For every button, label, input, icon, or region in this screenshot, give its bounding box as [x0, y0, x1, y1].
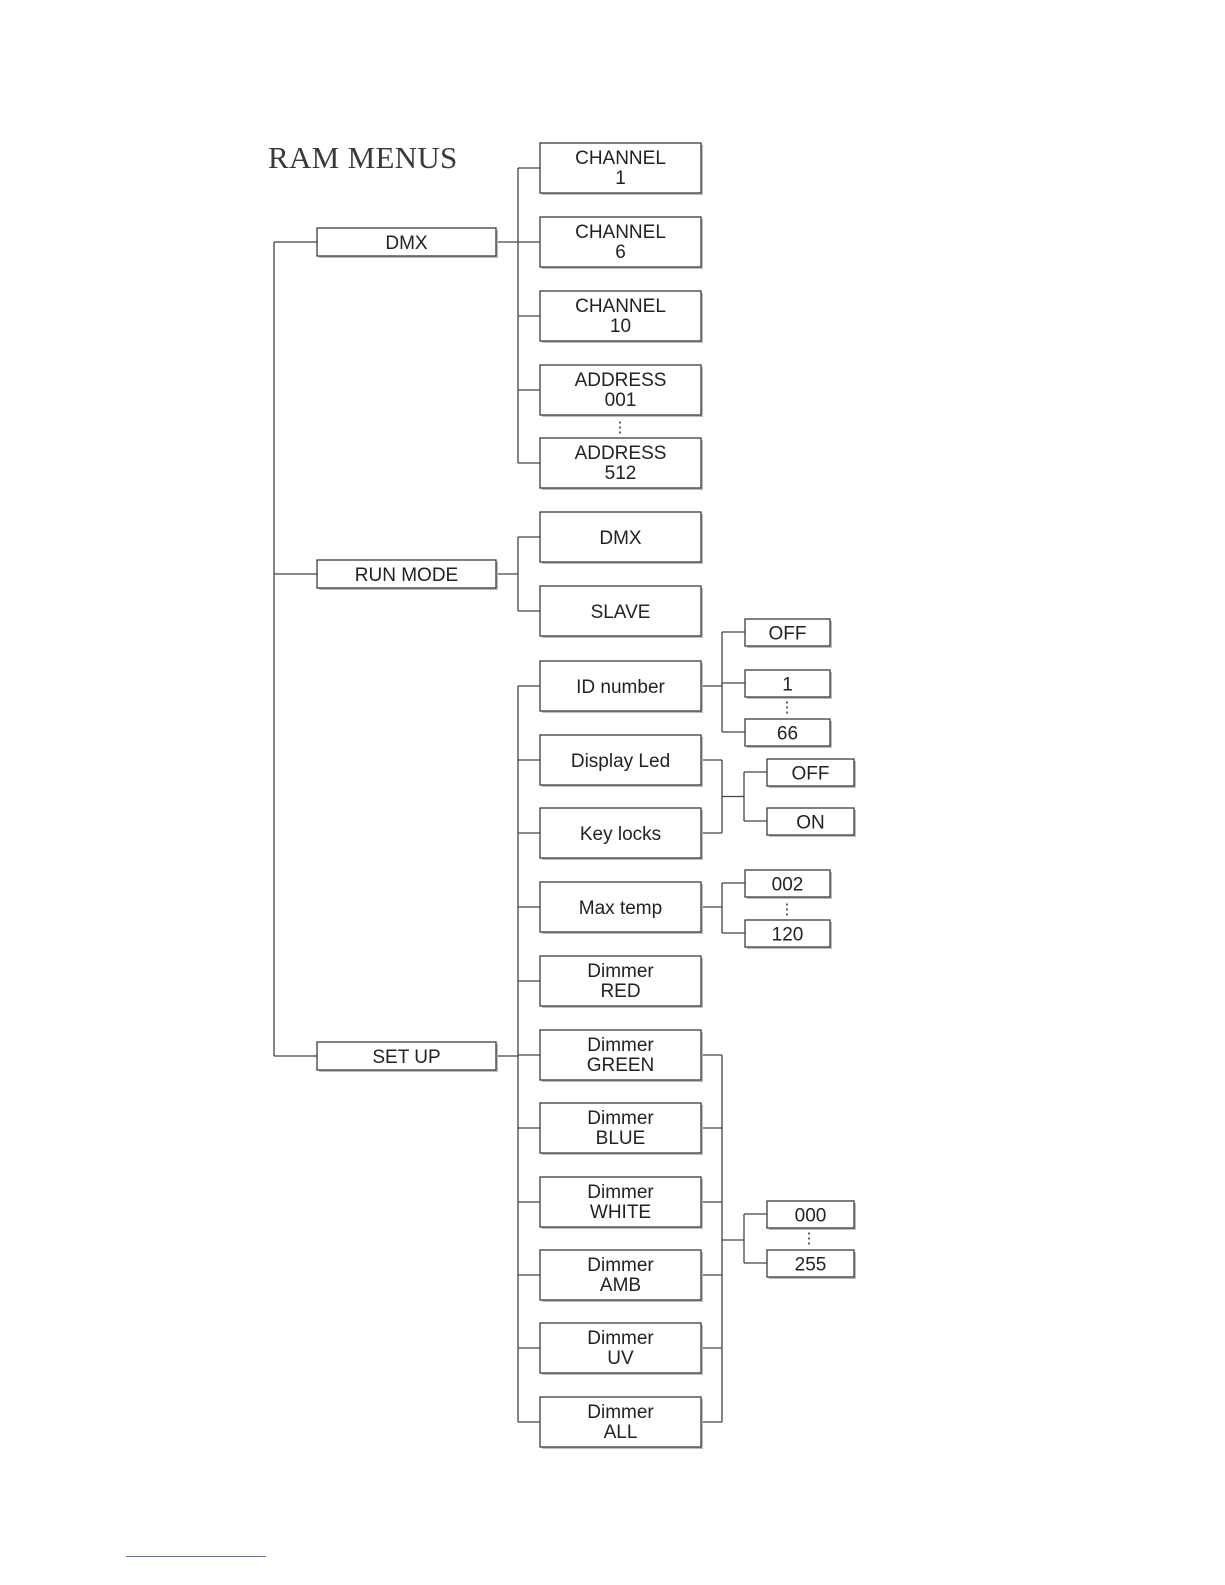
id-value-off: OFF — [745, 619, 832, 648]
continuation-dots: ⋮ — [780, 699, 795, 716]
setup-dimmer-uv-label: Dimmer — [587, 1328, 654, 1349]
continuation-dots: ⋮ — [613, 419, 628, 436]
footnote-rule — [126, 1556, 266, 1557]
setup-id-number: ID number — [540, 661, 703, 713]
dmx-address-001: ADDRESS001 — [540, 365, 703, 417]
setup-dimmer-blue-label: Dimmer — [587, 1108, 654, 1129]
setup-dimmer-uv-value: UV — [607, 1348, 634, 1369]
run-mode-slave: SLAVE — [540, 586, 703, 638]
run-mode-slave-label: SLAVE — [591, 602, 651, 623]
continuation-dots: ⋮ — [780, 901, 795, 918]
temp-value-120: 120 — [745, 920, 832, 949]
setup-dimmer-green-value: GREEN — [587, 1055, 655, 1076]
setup-dimmer-red-label: Dimmer — [587, 961, 654, 982]
dimmer-value-255: 255 — [767, 1250, 856, 1279]
setup-key-locks-label: Key locks — [580, 824, 661, 845]
dmx-channel-1-value: 1 — [615, 168, 626, 189]
led-key-value-on: ON — [767, 808, 856, 837]
temp-value-002-label: 002 — [772, 875, 804, 896]
setup-dimmer-white-label: Dimmer — [587, 1182, 654, 1203]
id-value-66: 66 — [745, 719, 832, 748]
dimmer-value-000-label: 000 — [795, 1206, 827, 1227]
setup-id-number-label: ID number — [576, 677, 665, 698]
setup-max-temp-label: Max temp — [579, 898, 662, 919]
setup-dimmer-amb-value: AMB — [600, 1275, 641, 1296]
dmx-channel-10-value: 10 — [610, 316, 631, 337]
dmx-channel-6-value: 6 — [615, 242, 626, 263]
setup-display-led-label: Display Led — [571, 751, 670, 772]
setup-dimmer-green-label: Dimmer — [587, 1035, 654, 1056]
setup-dimmer-red-value: RED — [600, 981, 640, 1002]
id-value-off-label: OFF — [769, 624, 807, 645]
dmx-channel-1-label: CHANNEL — [575, 148, 666, 169]
main-menu-set-up: SET UP — [317, 1042, 498, 1072]
dmx-address-001-value: 001 — [605, 390, 637, 411]
dmx-address-001-label: ADDRESS — [575, 370, 667, 391]
main-menu-dmx-label: DMX — [385, 233, 428, 254]
id-value-1: 1 — [745, 670, 832, 699]
setup-dimmer-all-value: ALL — [604, 1422, 638, 1443]
led-key-value-off-label: OFF — [792, 764, 830, 785]
dmx-address-512-value: 512 — [605, 463, 637, 484]
dimmer-value-000: 000 — [767, 1201, 856, 1230]
setup-display-led: Display Led — [540, 735, 703, 787]
dmx-channel-10-label: CHANNEL — [575, 296, 666, 317]
dmx-channel-6-label: CHANNEL — [575, 222, 666, 243]
run-mode-dmx-label: DMX — [599, 528, 642, 549]
connector-lines — [274, 168, 767, 1422]
setup-dimmer-all-label: Dimmer — [587, 1402, 654, 1423]
dmx-address-512-label: ADDRESS — [575, 443, 667, 464]
led-key-value-off: OFF — [767, 759, 856, 788]
led-key-value-on-label: ON — [796, 813, 825, 834]
main-menu-set-up-label: SET UP — [372, 1047, 440, 1068]
temp-value-120-label: 120 — [772, 925, 804, 946]
setup-max-temp: Max temp — [540, 882, 703, 934]
id-value-1-label: 1 — [782, 675, 793, 696]
continuation-dots: ⋮ — [802, 1230, 817, 1247]
temp-value-002: 002 — [745, 870, 832, 899]
setup-dimmer-white-value: WHITE — [590, 1202, 651, 1223]
setup-key-locks: Key locks — [540, 808, 703, 860]
main-menu-dmx: DMX — [317, 228, 498, 258]
id-value-66-label: 66 — [777, 724, 798, 745]
main-menu-run-mode-label: RUN MODE — [355, 565, 458, 586]
setup-dimmer-amb-label: Dimmer — [587, 1255, 654, 1276]
main-menu-run-mode: RUN MODE — [317, 560, 498, 590]
setup-dimmer-blue-value: BLUE — [596, 1128, 646, 1149]
run-mode-dmx: DMX — [540, 512, 703, 564]
dimmer-value-255-label: 255 — [795, 1255, 827, 1276]
